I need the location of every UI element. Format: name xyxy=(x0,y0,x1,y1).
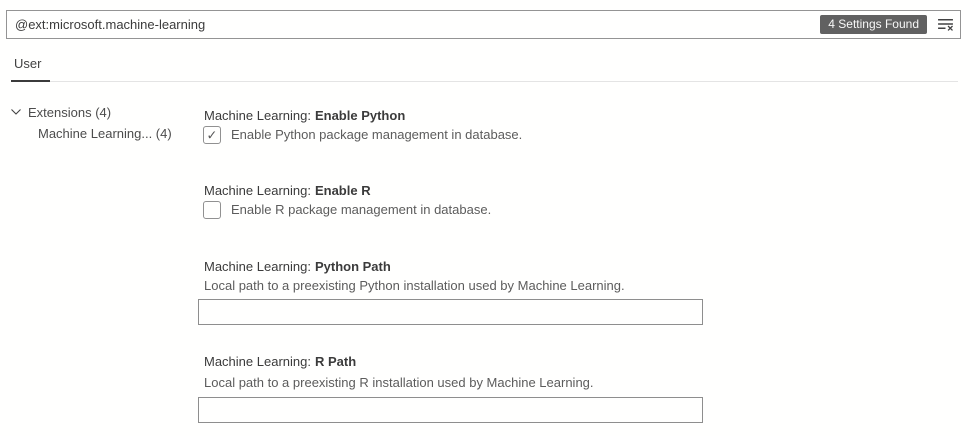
setting-title-python-path: Machine Learning:Python Path xyxy=(204,258,391,276)
enable-python-checkbox[interactable]: ✓ xyxy=(203,126,221,144)
chevron-down-icon[interactable] xyxy=(8,104,28,120)
setting-category: Machine Learning: xyxy=(204,108,311,123)
tab-user[interactable]: User xyxy=(14,56,42,71)
setting-category: Machine Learning: xyxy=(204,354,311,369)
tree-item-extensions[interactable]: Extensions (4) xyxy=(8,101,111,123)
settings-count-badge: 4 Settings Found xyxy=(820,15,927,34)
setting-title-enable-python: Machine Learning:Enable Python xyxy=(204,107,405,125)
tree-item-machine-learning[interactable]: Machine Learning... (4) xyxy=(38,122,172,144)
settings-search-input[interactable] xyxy=(7,11,821,38)
setting-description: Local path to a preexisting R installati… xyxy=(204,375,594,390)
setting-name: R Path xyxy=(314,354,357,369)
setting-category: Machine Learning: xyxy=(204,183,311,198)
setting-name: Enable R xyxy=(314,183,371,198)
setting-category: Machine Learning: xyxy=(204,259,311,274)
setting-description: Local path to a preexisting Python insta… xyxy=(204,278,625,293)
setting-name: Enable Python xyxy=(314,108,406,123)
setting-name: Python Path xyxy=(314,259,391,274)
r-path-input[interactable] xyxy=(198,397,703,423)
setting-row-enable-r: Enable R package management in database. xyxy=(203,201,491,219)
setting-row-enable-python: ✓ Enable Python package management in da… xyxy=(203,126,522,144)
enable-r-checkbox[interactable] xyxy=(203,201,221,219)
settings-search-box: 4 Settings Found xyxy=(6,10,961,39)
setting-title-r-path: Machine Learning:R Path xyxy=(204,353,356,371)
tree-item-label: Machine Learning... (4) xyxy=(38,125,172,141)
active-tab-indicator xyxy=(11,80,50,82)
checkmark-icon: ✓ xyxy=(206,127,218,142)
setting-title-enable-r: Machine Learning:Enable R xyxy=(204,182,371,200)
setting-description: Enable Python package management in data… xyxy=(231,127,523,142)
tree-item-label: Extensions (4) xyxy=(28,104,112,120)
clear-search-button[interactable] xyxy=(934,14,956,36)
header-separator xyxy=(11,81,958,82)
python-path-input[interactable] xyxy=(198,299,703,325)
clear-filter-icon xyxy=(937,16,954,33)
setting-description: Enable R package management in database. xyxy=(231,202,492,217)
